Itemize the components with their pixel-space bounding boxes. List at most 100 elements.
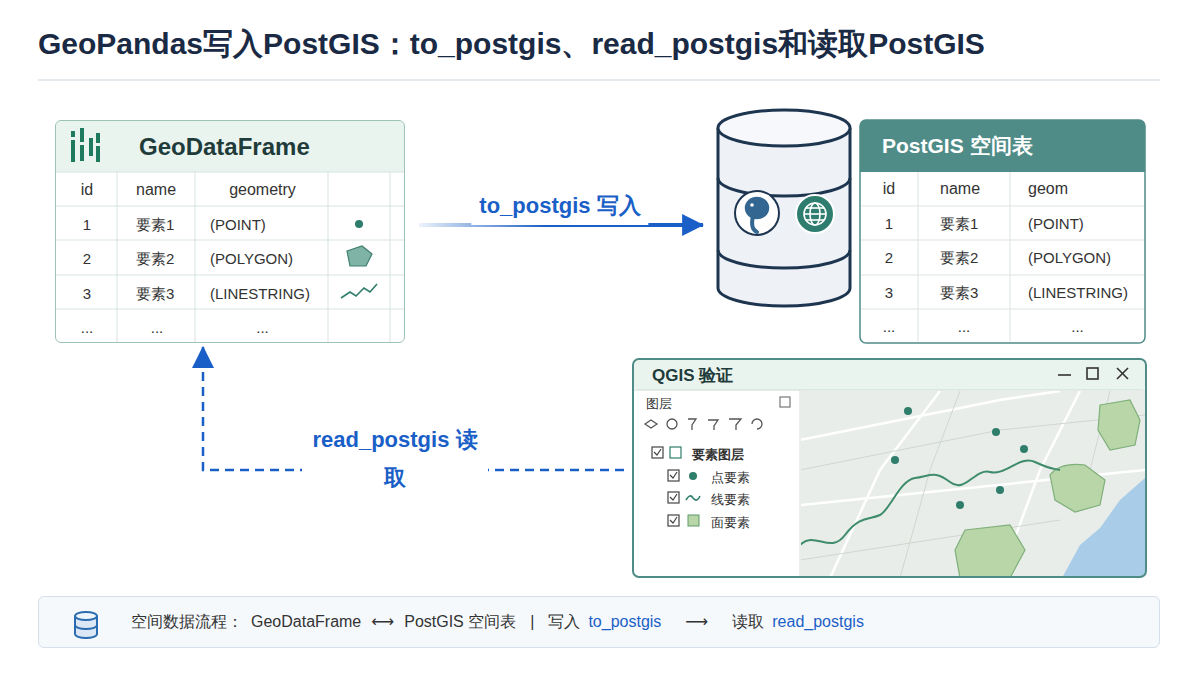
qgis-window [645, 420, 657, 428]
dataframe-table [328, 172, 329, 343]
postgis-table [861, 172, 1144, 342]
pandas-logo [96, 133, 100, 143]
database-cylinder [718, 178, 850, 196]
dataframe-table [195, 172, 196, 343]
table-cell: ... [118, 316, 196, 340]
layer-label: 点要素 [711, 466, 750, 490]
geometry-icons [341, 220, 377, 298]
flow-text: GeoDataFrame [251, 610, 361, 634]
qgis-window [688, 419, 696, 430]
globe-icon [796, 195, 834, 233]
flow-text: ⟶ [685, 610, 708, 634]
qgis-window [632, 390, 1147, 391]
qgis-window [729, 419, 741, 430]
qgis-window: QGIS 验证图层要素图层点要素线要素面要素 [632, 358, 1147, 578]
dataframe-table [55, 172, 405, 173]
pandas-logo [80, 145, 84, 161]
pandas-logo [89, 138, 93, 156]
table-cell: (LINESTRING) [196, 282, 329, 306]
map-view [992, 428, 1000, 436]
globe-icon [796, 195, 834, 233]
postgis-table [860, 120, 1145, 343]
qgis-window [1058, 368, 1128, 379]
dataframe-table [55, 275, 405, 276]
box-heading: QGIS 验证 [652, 364, 733, 388]
qgis-window [668, 470, 679, 481]
table-cell: 3 [860, 281, 918, 305]
postgres-icon [752, 216, 757, 232]
footer-band [75, 612, 97, 620]
layer-label: 图层 [646, 392, 672, 416]
table-cell: ... [918, 315, 1010, 339]
qgis-window [670, 517, 677, 523]
postgis-table [918, 172, 919, 342]
table-cell: 要素3 [118, 282, 196, 306]
globe-icon [804, 203, 826, 225]
flow-text: 空间数据流程： [131, 610, 243, 634]
footer-band [38, 596, 1160, 648]
postgres-icon [735, 191, 779, 235]
layer-label: 面要素 [711, 511, 750, 535]
flow-text: to_postgis [588, 610, 661, 634]
geometry-icons [341, 284, 377, 298]
flow-text: 读取 [732, 610, 764, 634]
table-cell: 1 [860, 212, 918, 236]
table-cell: (LINESTRING) [1010, 281, 1145, 305]
table-cell: ... [860, 315, 918, 339]
table-cell: 2 [56, 247, 118, 271]
globe-icon [806, 207, 824, 209]
table-cell: geometry [196, 178, 329, 202]
footer-band [75, 625, 97, 629]
dataframe-table [55, 206, 405, 207]
table-cell: 要素2 [918, 246, 1010, 270]
map-view [1098, 400, 1140, 450]
geometry-icons [347, 246, 372, 266]
table-cell: 要素1 [918, 212, 1010, 236]
map-view [801, 391, 1060, 440]
qgis-window [668, 515, 679, 526]
map-view [801, 461, 1060, 545]
map-view [1050, 464, 1105, 512]
map-view [801, 391, 1145, 576]
postgis-table [861, 275, 1144, 276]
layer-label: 线要素 [711, 488, 750, 512]
box-heading: PostGIS 空间表 [882, 134, 1033, 158]
qgis-window [1087, 368, 1098, 379]
flow-footer: 空间数据流程：GeoDataFrame⟷PostGIS 空间表|写入to_pos… [38, 596, 1160, 648]
footer-band [38, 596, 1160, 648]
table-cell: 要素3 [918, 281, 1010, 305]
dataframe-box: GeoDataFrameidnamegeometry1要素1(POINT)2要素… [55, 120, 405, 343]
postgis-store: PostGIS 空间表idnamegeom1要素1(POINT)2要素2(POL… [715, 110, 1145, 343]
postgis-table [1010, 172, 1011, 342]
table-cell: 1 [56, 213, 118, 237]
qgis-window [1117, 368, 1128, 379]
qgis-window [1058, 374, 1071, 376]
pandas-logo [71, 128, 100, 162]
qgis-window [670, 472, 677, 478]
geometry-icons [355, 220, 363, 228]
layer-label: 要素图层 [692, 443, 744, 467]
qgis-window [689, 472, 697, 480]
table-cell: 要素2 [118, 247, 196, 271]
table-cell: (POLYGON) [196, 247, 329, 271]
table-cell: id [860, 177, 918, 201]
qgis-window [670, 494, 677, 500]
pandas-logo [71, 140, 75, 162]
table-cell: (POLYGON) [1010, 246, 1145, 270]
map-view [996, 486, 1004, 494]
map-view [801, 391, 1145, 576]
database-cylinder [718, 250, 850, 268]
table-cell: ... [1010, 315, 1145, 339]
table-cell: geom [1010, 177, 1145, 201]
box-heading: GeoDataFrame [139, 135, 310, 159]
dataframe-table [55, 309, 405, 310]
flow-text: | [530, 610, 534, 634]
flow-text: PostGIS 空间表 [404, 610, 516, 634]
table-cell: 要素1 [118, 213, 196, 237]
qgis-window [670, 447, 681, 458]
map-view [904, 407, 912, 415]
map-view [801, 391, 1145, 576]
postgres-icon [735, 191, 779, 235]
map-view [1020, 445, 1028, 453]
